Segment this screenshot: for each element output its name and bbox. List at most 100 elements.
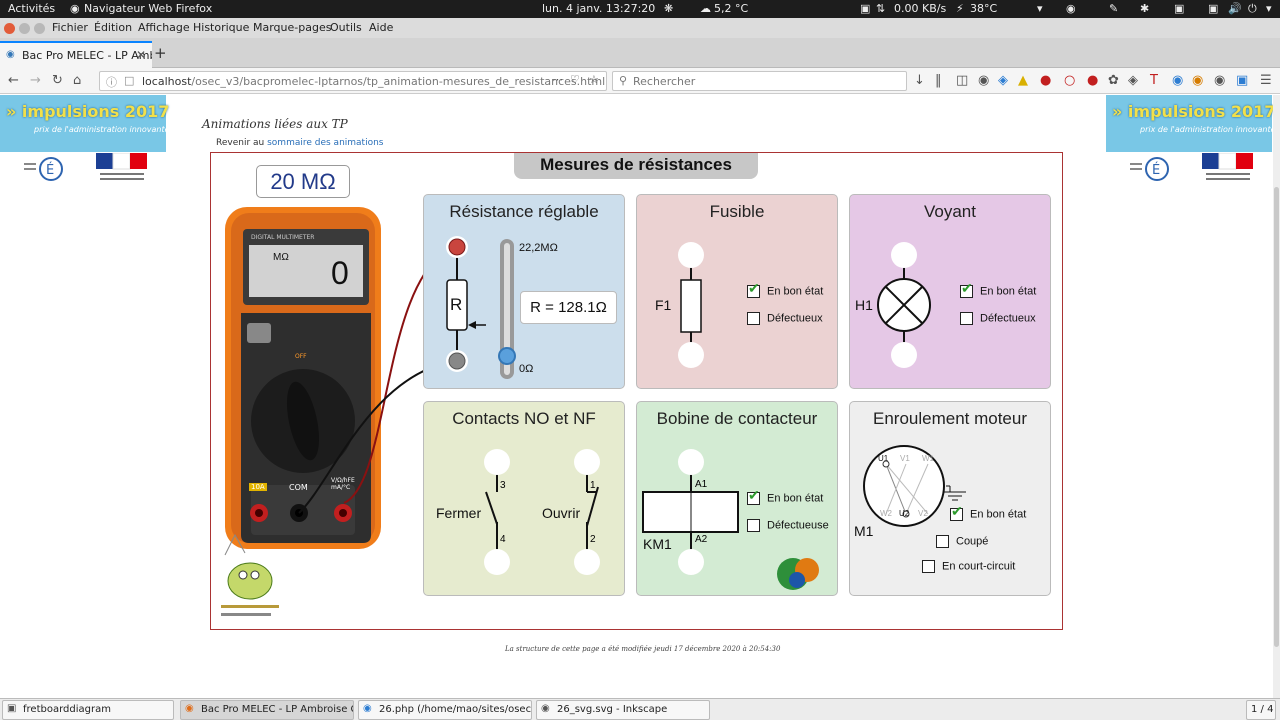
url-text: localhost/osec_v3/bacpromelec-lptarnos/t…	[142, 75, 605, 88]
extension-icon-10[interactable]: ◉	[1172, 73, 1184, 88]
puzzle-icon[interactable]: ✱	[1140, 2, 1150, 15]
academie-logo-right: É	[1130, 155, 1170, 183]
url-host: localhost	[142, 75, 192, 88]
meter-reading: 0	[331, 255, 349, 291]
lamp-ok-option[interactable]: En bon état	[960, 280, 1037, 298]
motor-ok-checkbox[interactable]	[950, 503, 963, 521]
motor-short-option[interactable]: En court-circuit	[922, 560, 1015, 573]
cpu-temp[interactable]: 38°C	[970, 2, 998, 15]
tab-bac-pro-melec[interactable]: ◉ Bac Pro MELEC - LP Amb ✕	[0, 41, 152, 69]
back-link[interactable]: sommaire des animations	[267, 138, 384, 148]
workspace-indicator[interactable]: 1 / 4	[1246, 700, 1276, 720]
terminal-top[interactable]	[450, 239, 466, 255]
audio-icon[interactable]: ◉	[1066, 2, 1076, 15]
motor-cut-option[interactable]: Coupé	[936, 535, 988, 548]
search-bar[interactable]: ⚲ Rechercher	[612, 71, 907, 91]
volume-icon[interactable]: 🔊	[1228, 2, 1242, 15]
reload-icon[interactable]: ↻	[52, 73, 63, 88]
maximize-window-button[interactable]	[34, 23, 45, 34]
taskbar-item-firefox[interactable]: ◉ Bac Pro MELEC - LP Ambroise Croi...	[180, 700, 354, 720]
menu-historique[interactable]: Historique	[193, 21, 250, 34]
coil-bad-checkbox[interactable]	[747, 519, 760, 532]
taskbar-item-editor[interactable]: ◉ 26.php (/home/mao/sites/osec_v3...	[358, 700, 532, 720]
home-icon[interactable]: ⌂	[73, 73, 82, 88]
minimize-window-button[interactable]	[19, 23, 30, 34]
lamp-bad-checkbox[interactable]	[960, 312, 973, 325]
motor-ok-option[interactable]: En bon état	[950, 503, 1026, 521]
impulsions-banner-left[interactable]: » impulsions 2017 prix de l'administrati…	[0, 95, 170, 152]
menu-outils[interactable]: Outils	[330, 21, 362, 34]
weather-icon: ❋	[664, 2, 674, 15]
app-menu[interactable]: Navigateur Web Firefox	[84, 2, 213, 15]
fuse-ok-checkbox[interactable]	[747, 280, 760, 298]
terminal-bottom[interactable]	[450, 353, 466, 369]
extension-icon-4[interactable]: ●	[1040, 73, 1052, 88]
meter-brand: DIGITAL MULTIMETER	[251, 234, 315, 241]
taskbar-item-inkscape[interactable]: ◉ 26_svg.svg - Inkscape	[536, 700, 710, 720]
extension-icon-1[interactable]: ◉	[978, 73, 990, 88]
back-arrow-icon[interactable]: ←	[8, 73, 19, 88]
library-icon[interactable]: ‖	[935, 73, 942, 88]
impulsions-banner-right[interactable]: » impulsions 2017 prix de l'administrati…	[1106, 95, 1276, 152]
resistance-slider-thumb[interactable]	[498, 347, 516, 365]
net-speed[interactable]: 0.00 KB/s	[894, 2, 947, 15]
taskbar-item-fretboarddiagram[interactable]: ▣ fretboarddiagram	[2, 700, 174, 720]
menu-marque-pages[interactable]: Marque-pages	[253, 21, 332, 34]
clock[interactable]: lun. 4 janv. 13:27:20	[542, 2, 656, 15]
motor-cut-checkbox[interactable]	[936, 535, 949, 548]
coil-a1-label: A1	[695, 479, 708, 490]
lamp-ok-label: En bon état	[980, 285, 1037, 298]
extension-icon-6[interactable]: ●	[1087, 73, 1099, 88]
extension-icon-5[interactable]: ○	[1064, 73, 1076, 88]
close-window-button[interactable]	[4, 23, 15, 34]
extension-icon-2[interactable]: ◈	[998, 73, 1008, 88]
sidebar-icon[interactable]: ◫	[956, 73, 969, 88]
activities-button[interactable]: Activités	[8, 2, 56, 15]
motor-cut-label: Coupé	[956, 535, 989, 548]
dropdown-icon[interactable]: ▾	[1037, 2, 1043, 15]
lamp-bad-option[interactable]: Défectueux	[960, 312, 1036, 325]
extension-icon-8[interactable]: ◈	[1128, 73, 1138, 88]
new-tab-button[interactable]: +	[154, 44, 167, 62]
fuse-bad-option[interactable]: Défectueux	[747, 312, 823, 325]
network-wired-icon[interactable]: ▣	[1208, 2, 1219, 15]
multimeter: DIGITAL MULTIMETER MΩ 0 OFF COM 10A V/Ω/…	[223, 203, 383, 553]
coil-bad-option[interactable]: Défectueuse	[747, 519, 829, 532]
pen-icon[interactable]: ✎	[1109, 2, 1119, 15]
osec-logo	[773, 552, 833, 596]
weather-temp[interactable]: 5,2 °C	[714, 2, 749, 15]
power-menu-icon[interactable]: ▾	[1266, 2, 1272, 15]
page-actions-icon[interactable]: ⋯	[552, 73, 563, 86]
motor-short-checkbox[interactable]	[922, 560, 935, 573]
close-tab-icon[interactable]: ✕	[136, 48, 147, 62]
fuse-ok-option[interactable]: En bon état	[747, 280, 823, 298]
forward-arrow-icon[interactable]: →	[30, 73, 41, 88]
republique-francaise-logo-right	[1202, 152, 1254, 183]
extension-icon-9[interactable]: T	[1150, 73, 1158, 88]
download-icon[interactable]: ↓	[914, 73, 925, 88]
bookmark-star-icon[interactable]: ☆	[589, 73, 599, 86]
extension-icon-3[interactable]: ▲	[1018, 73, 1028, 88]
fuse-bad-label: Défectueux	[767, 312, 823, 325]
coil-ok-checkbox[interactable]	[747, 487, 760, 505]
panel-resistance: Résistance réglable R 22,2MΩ 0Ω R = 128.…	[423, 194, 625, 389]
lamp-ok-checkbox[interactable]	[960, 280, 973, 298]
menu-edition[interactable]: Édition	[94, 21, 133, 34]
extension-icon-11[interactable]: ◉	[1192, 73, 1204, 88]
scrollbar-thumb[interactable]	[1274, 187, 1279, 647]
site-info-icon[interactable]: ⓘ	[106, 76, 117, 89]
screen-icon[interactable]: ▣	[1174, 2, 1185, 15]
coil-ok-option[interactable]: En bon état	[747, 487, 823, 505]
menu-aide[interactable]: Aide	[369, 21, 394, 34]
extension-icon-12[interactable]: ◉	[1214, 73, 1226, 88]
hamburger-menu-icon[interactable]: ☰	[1260, 73, 1272, 88]
pocket-icon[interactable]: ♡	[570, 73, 580, 86]
url-bar[interactable]: ⓘ □ localhost/osec_v3/bacpromelec-lptarn…	[99, 71, 607, 91]
power-icon[interactable]: ⏻	[1248, 2, 1257, 15]
menu-fichier[interactable]: Fichier	[52, 21, 88, 34]
extension-icon-13[interactable]: ▣	[1236, 73, 1249, 88]
menu-affichage[interactable]: Affichage	[138, 21, 190, 34]
fuse-bad-checkbox[interactable]	[747, 312, 760, 325]
extension-icon-7[interactable]: ✿	[1108, 73, 1119, 88]
page-scrollbar[interactable]	[1273, 95, 1280, 698]
